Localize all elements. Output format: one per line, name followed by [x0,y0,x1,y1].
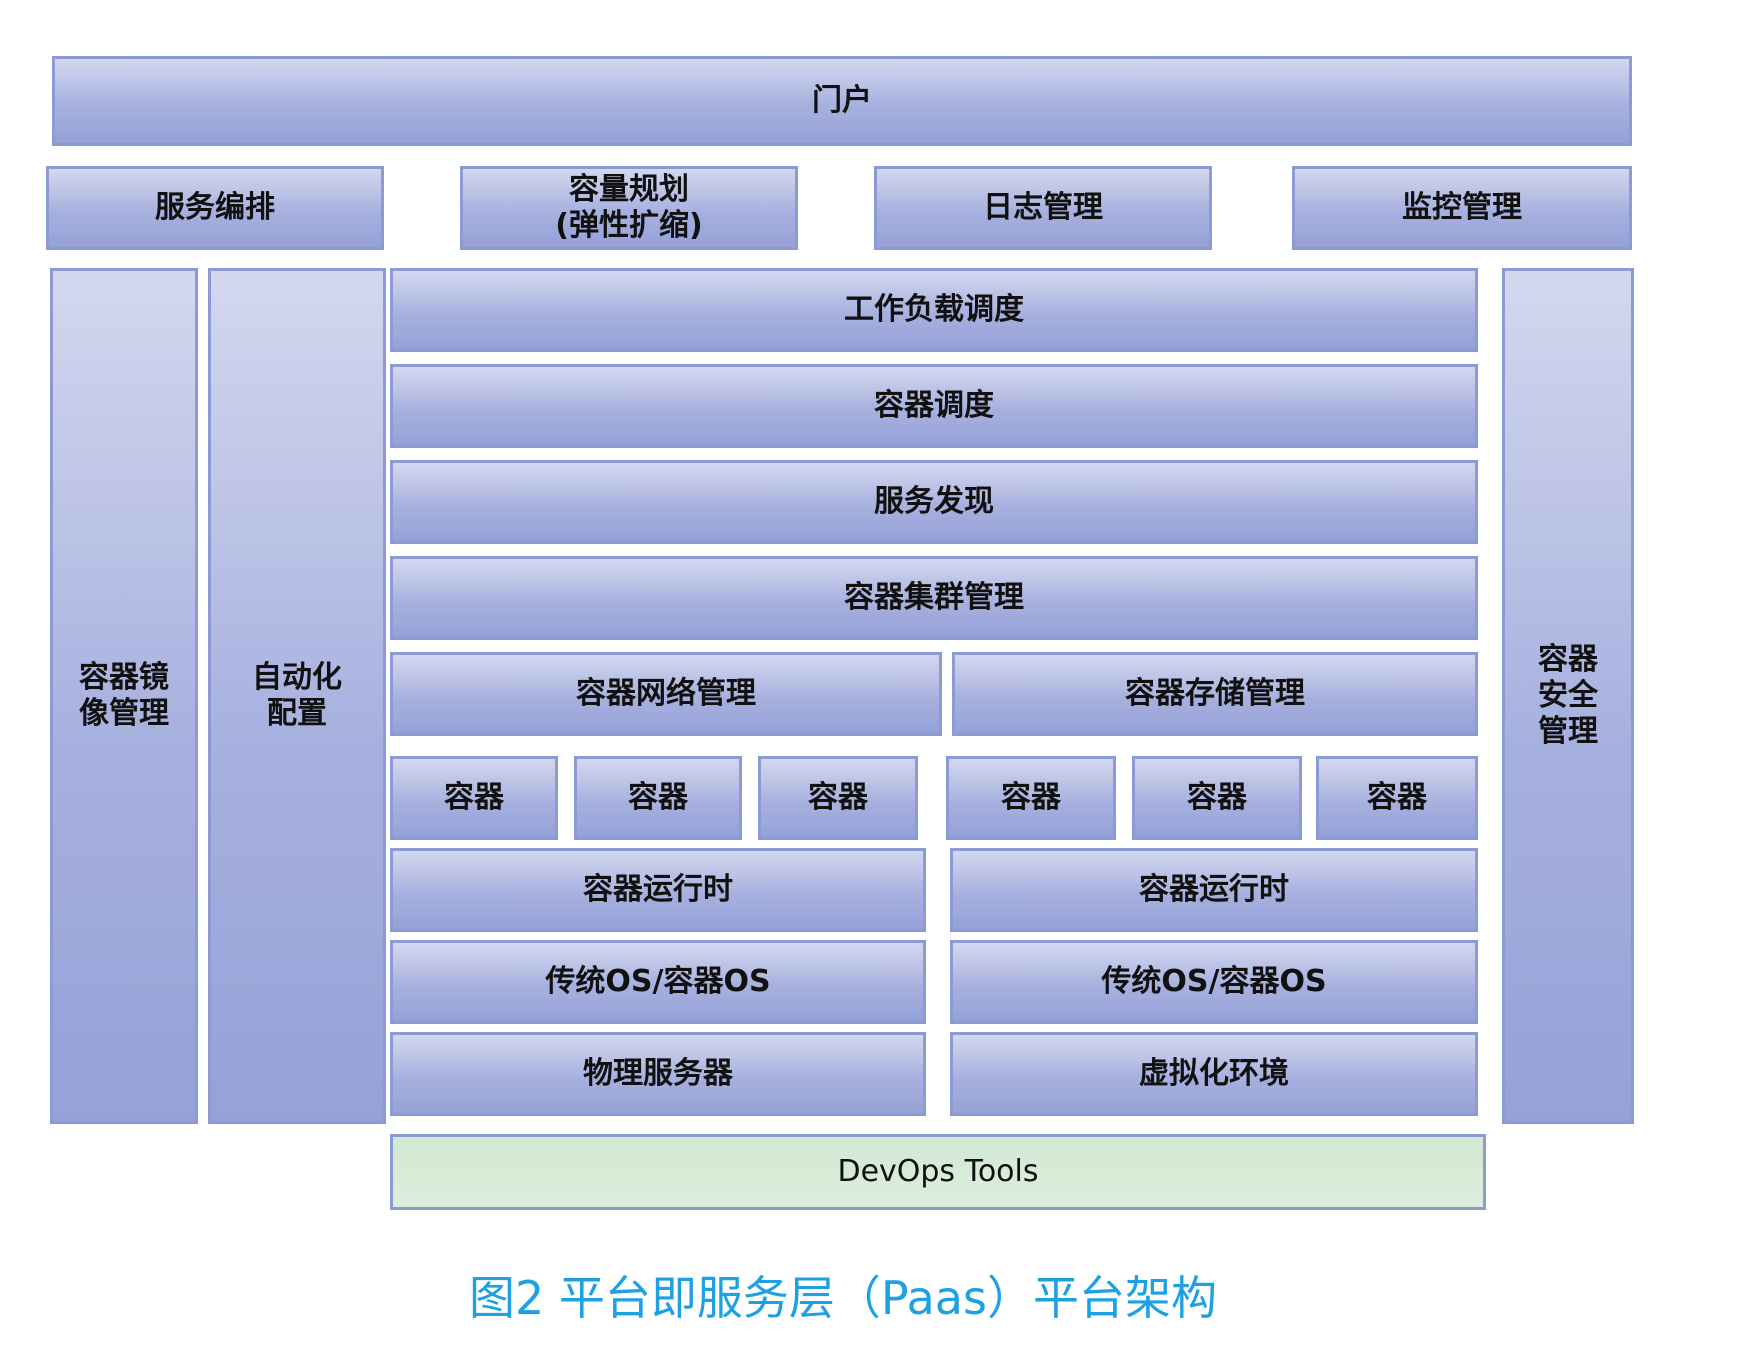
auto-config-label-line1: 自动化 [252,660,342,695]
left-runtime-label: 容器运行时 [583,872,733,907]
devops-tools-label: DevOps Tools [837,1154,1039,1189]
cluster-management-label: 容器集群管理 [844,580,1024,615]
orchestration-box: 服务编排 [46,166,384,250]
container-label: 容器 [444,780,504,815]
monitoring-label: 监控管理 [1402,190,1522,225]
container-scheduling-layer: 容器调度 [390,364,1478,448]
security-label-line2: 安全 [1538,678,1598,713]
container-label: 容器 [628,780,688,815]
left-os-label: 传统OS/容器OS [545,964,771,999]
virtualization-label: 虚拟化环境 [1139,1056,1289,1091]
physical-server-label: 物理服务器 [583,1056,733,1091]
security-label-line1: 容器 [1538,642,1598,677]
storage-management-label: 容器存储管理 [1125,676,1305,711]
devops-tools-layer: DevOps Tools [390,1134,1486,1210]
monitoring-box: 监控管理 [1292,166,1632,250]
container-label: 容器 [1367,780,1427,815]
capacity-label-line2: (弹性扩缩) [555,208,703,243]
container-label: 容器 [1001,780,1061,815]
physical-server-layer: 物理服务器 [390,1032,926,1116]
container-label: 容器 [808,780,868,815]
container-box: 容器 [946,756,1116,840]
container-box: 容器 [390,756,558,840]
security-management-column: 容器 安全 管理 [1502,268,1634,1124]
container-box: 容器 [1132,756,1302,840]
portal-label: 门户 [812,83,872,118]
security-label-line3: 管理 [1538,714,1598,749]
left-os-layer: 传统OS/容器OS [390,940,926,1024]
virtualization-layer: 虚拟化环境 [950,1032,1478,1116]
logging-box: 日志管理 [874,166,1212,250]
workload-scheduling-label: 工作负载调度 [844,292,1024,327]
right-runtime-layer: 容器运行时 [950,848,1478,932]
right-os-layer: 传统OS/容器OS [950,940,1478,1024]
network-management-box: 容器网络管理 [390,652,942,736]
right-os-label: 传统OS/容器OS [1101,964,1327,999]
image-management-label-line2: 像管理 [79,696,169,731]
image-management-label-line1: 容器镜 [79,660,169,695]
service-discovery-label: 服务发现 [874,484,994,519]
right-runtime-label: 容器运行时 [1139,872,1289,907]
left-runtime-layer: 容器运行时 [390,848,926,932]
capacity-label-line1: 容量规划 [568,172,689,207]
image-management-column: 容器镜 像管理 [50,268,198,1124]
container-box: 容器 [574,756,742,840]
container-scheduling-label: 容器调度 [874,388,994,423]
container-label: 容器 [1187,780,1247,815]
auto-config-label-line2: 配置 [267,696,327,731]
orchestration-label: 服务编排 [155,190,275,225]
service-discovery-layer: 服务发现 [390,460,1478,544]
container-box: 容器 [758,756,918,840]
cluster-management-layer: 容器集群管理 [390,556,1478,640]
storage-management-box: 容器存储管理 [952,652,1478,736]
auto-config-column: 自动化 配置 [208,268,386,1124]
figure-caption: 图2 平台即服务层（Paas）平台架构 [469,1271,1217,1325]
workload-scheduling-layer: 工作负载调度 [390,268,1478,352]
network-management-label: 容器网络管理 [576,676,756,711]
logging-label: 日志管理 [983,190,1103,225]
container-box: 容器 [1316,756,1478,840]
capacity-planning-box: 容量规划 (弹性扩缩) [460,166,798,250]
portal-layer: 门户 [52,56,1632,146]
